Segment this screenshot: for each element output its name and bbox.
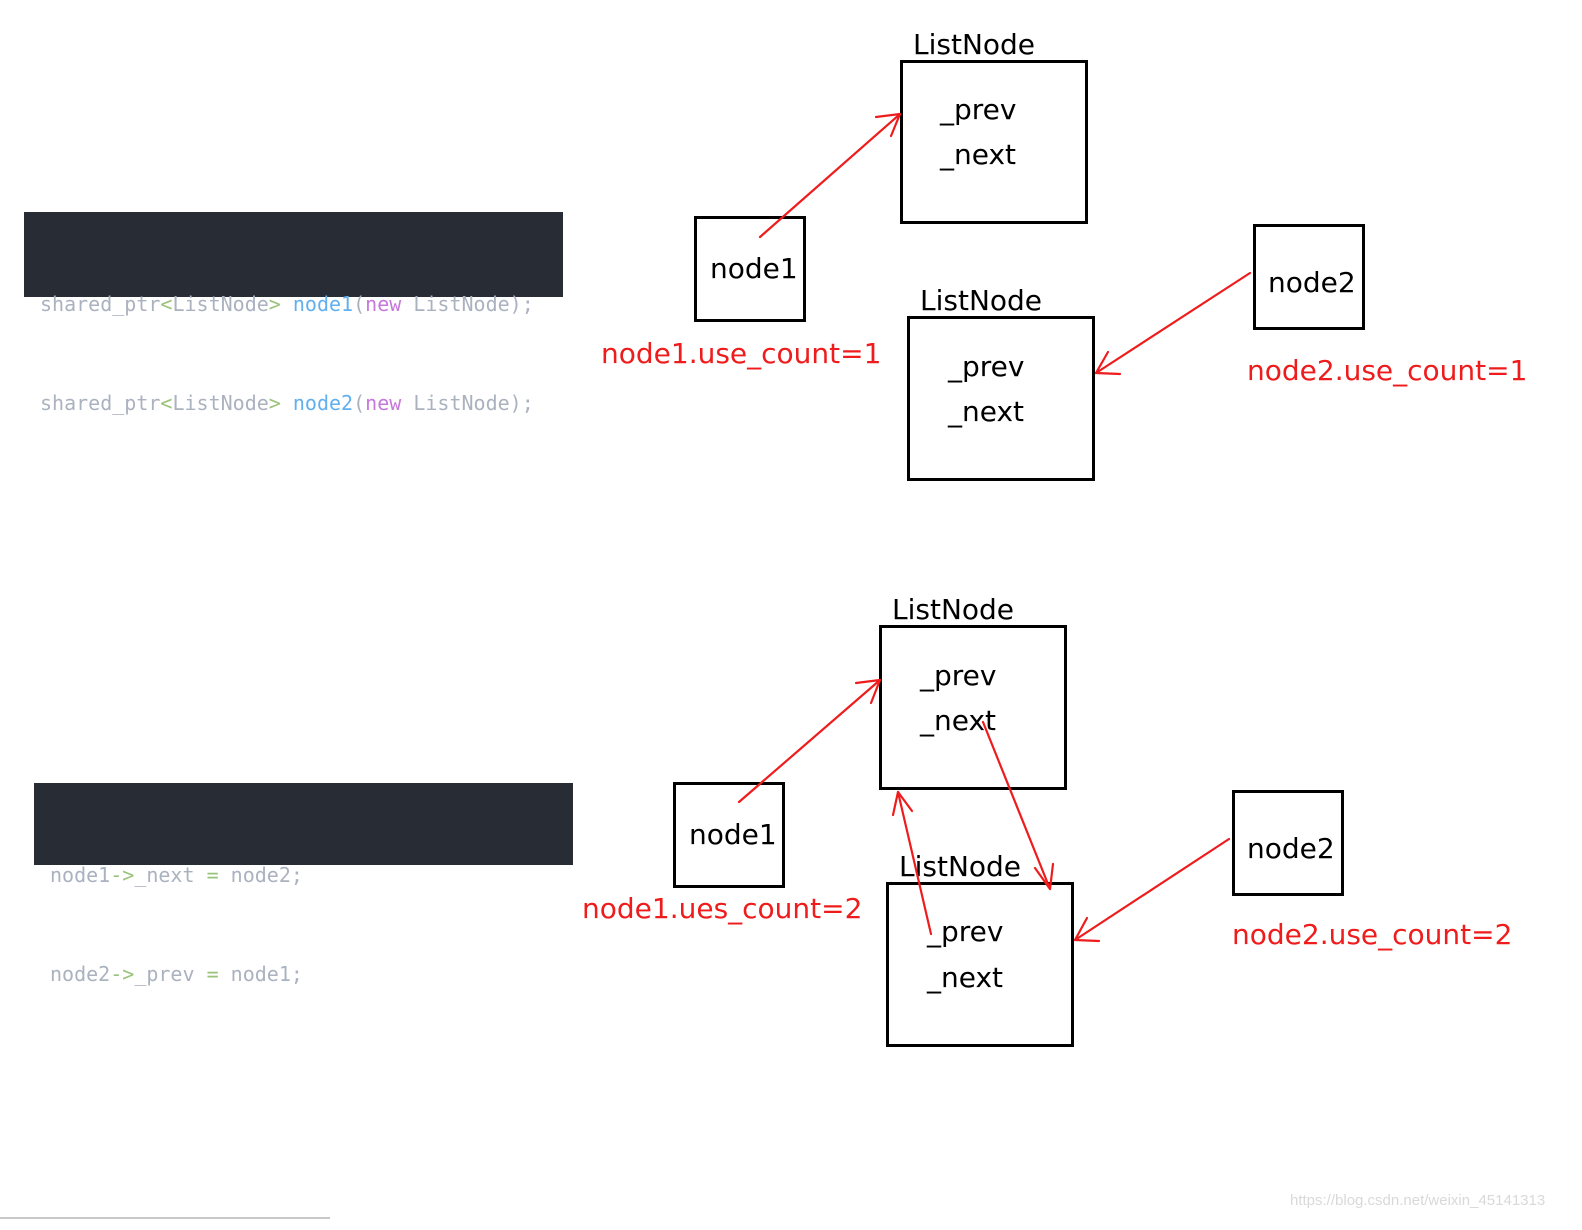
code-line-1: node1->_next = node2; [50,859,557,892]
listnode-title: ListNode [913,28,1036,61]
arrow-head [891,790,914,817]
field-prev: _prev [940,93,1017,126]
arrow-head [874,112,902,138]
code-token: new [365,292,402,316]
node1-label: node1 [710,252,798,285]
watermark: https://blog.csdn.net/weixin_45141313 [1290,1192,1546,1209]
code-token: -> [110,962,135,986]
code-token: > [268,391,281,415]
code-token: = [206,863,219,887]
listnode-title: ListNode [920,284,1043,317]
node1-use-count: node1.ues_count=2 [582,892,863,925]
divider [0,1217,330,1219]
node1-label: node1 [689,818,777,851]
code-token: -> [110,863,135,887]
code-token: ListNode [413,292,510,316]
arrow-head [1094,350,1122,376]
arrow-node1-to-listnode [737,678,882,804]
node2-use-count: node2.use_count=2 [1232,918,1513,951]
code-token: node2 [292,391,354,415]
node2-box [1232,790,1344,896]
node2-box [1253,224,1365,330]
code-token: < [160,391,173,415]
listnode-box [879,625,1067,790]
code-token: ListNode [172,292,269,316]
code-token: node2; [230,863,303,887]
listnode-title: ListNode [892,593,1015,626]
code-block-link: node1->_next = node2; node2->_prev = nod… [34,783,573,986]
arrow-head [1073,916,1101,943]
field-next: _next [920,704,997,737]
listnode-box [907,316,1095,481]
code-token: node1 [292,292,354,316]
arrow-node2-to-listnode [1094,271,1252,375]
arrow-head [854,678,882,705]
arrow-head [1033,862,1055,891]
code-token: shared_ptr [40,292,161,316]
listnode-box [900,60,1088,224]
arrow-next-to-node2 [981,720,1052,891]
code-token: _next [134,863,195,887]
arrow-node2-to-listnode [1073,837,1231,942]
code-token: = [206,962,219,986]
code-token: ); [509,292,534,316]
listnode-box [886,882,1074,1047]
field-prev: _prev [927,915,1004,948]
code-token: ( [353,391,366,415]
code-line-1: shared_ptr<ListNode> node1(new ListNode)… [40,288,547,321]
code-token: ListNode [172,391,269,415]
listnode-title: ListNode [899,850,1022,883]
field-next: _next [948,395,1025,428]
code-token: < [160,292,173,316]
code-token: _prev [134,962,195,986]
code-token: ListNode [413,391,510,415]
node1-box [673,782,785,888]
code-token: node1; [230,962,303,986]
node2-label: node2 [1268,266,1356,299]
code-token: node2 [50,962,111,986]
arrow-prev-to-node1 [896,790,933,936]
node2-label: node2 [1247,832,1335,865]
code-line-2: shared_ptr<ListNode> node2(new ListNode)… [40,387,547,420]
code-token: ); [509,391,534,415]
arrow-node1-to-listnode [758,112,902,239]
node2-use-count: node2.use_count=1 [1247,354,1528,387]
field-next: _next [940,138,1017,171]
node1-use-count: node1.use_count=1 [601,337,882,370]
field-prev: _prev [948,350,1025,383]
field-prev: _prev [920,659,997,692]
code-token: > [268,292,281,316]
code-token: ( [353,292,366,316]
field-next: _next [927,961,1004,994]
code-token: new [365,391,402,415]
code-line-2: node2->_prev = node1; [50,958,557,991]
code-token: node1 [50,863,111,887]
code-block-create: shared_ptr<ListNode> node1(new ListNode)… [24,212,563,415]
code-token: shared_ptr [40,391,161,415]
node1-box [694,216,806,322]
